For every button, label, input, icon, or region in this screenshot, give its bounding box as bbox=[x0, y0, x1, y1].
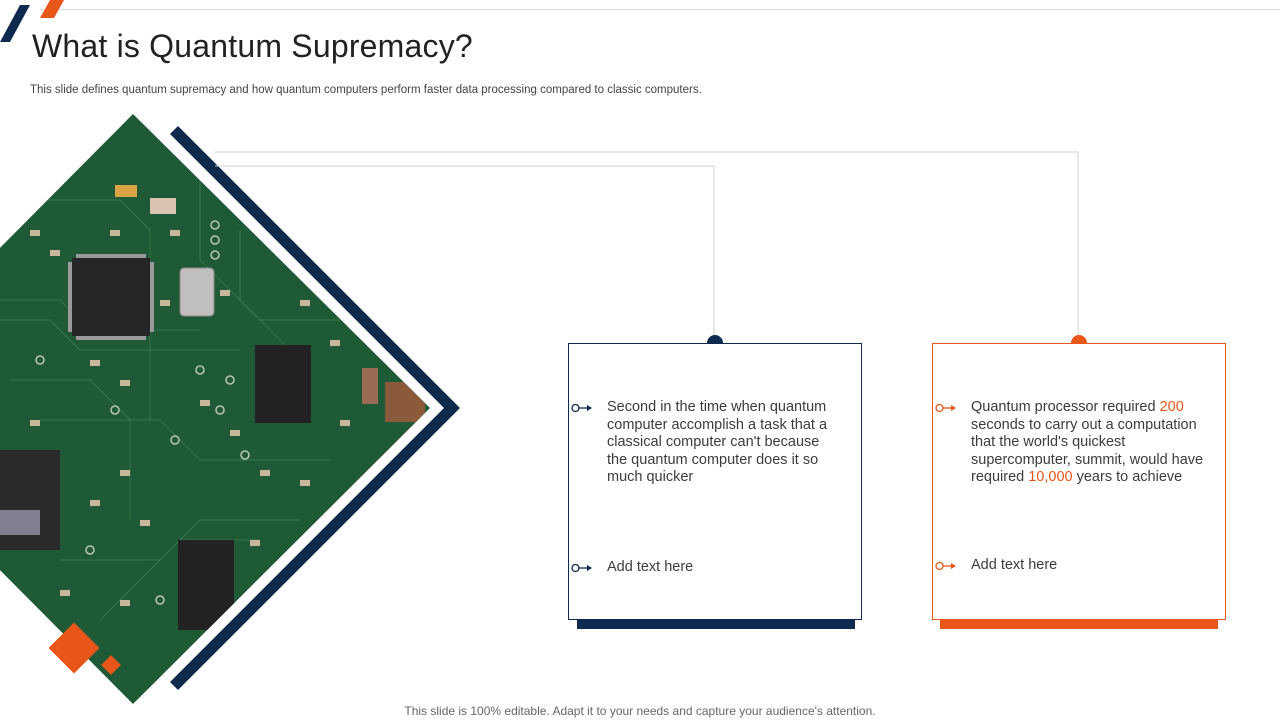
card-navy-point-2-text[interactable]: Add text here bbox=[607, 559, 694, 575]
card-orange-point-2-text[interactable]: Add text here bbox=[971, 557, 1058, 573]
highlight-years: 10,000 bbox=[1028, 469, 1073, 486]
highlight-seconds: 200 bbox=[1159, 399, 1184, 415]
arrow-bullet-icon bbox=[935, 561, 956, 571]
card-navy-underline bbox=[577, 620, 855, 629]
card-orange-point-1-text[interactable]: Quantum processor required 200 seconds t… bbox=[971, 399, 1204, 486]
card-orange-underline bbox=[940, 620, 1218, 629]
top-divider bbox=[40, 9, 1280, 10]
connector-dot-orange bbox=[1071, 335, 1087, 343]
arrow-bullet-icon bbox=[935, 403, 956, 413]
arrow-bullet-icon bbox=[571, 403, 592, 413]
card-navy-point-1-text[interactable]: Second in the time when quantum computer… bbox=[607, 399, 828, 486]
connector-dot-navy bbox=[707, 335, 723, 343]
card-orange-point-2: Add text here bbox=[935, 557, 1211, 575]
card-navy-point-2: Add text here bbox=[571, 559, 843, 577]
corner-accent bbox=[0, 0, 64, 42]
arrow-bullet-icon bbox=[571, 563, 592, 573]
footer-note: This slide is 100% editable. Adapt it to… bbox=[404, 704, 876, 718]
card-orange-point-1: Quantum processor required 200 seconds t… bbox=[935, 399, 1211, 487]
info-card-navy: Second in the time when quantum computer… bbox=[568, 343, 862, 620]
circuit-board-image bbox=[0, 110, 470, 710]
page-title: What is Quantum Supremacy? bbox=[32, 28, 473, 64]
page-subtitle: This slide defines quantum supremacy and… bbox=[30, 84, 702, 96]
card-navy-point-1: Second in the time when quantum computer… bbox=[571, 399, 843, 487]
orange-square-large bbox=[48, 622, 100, 674]
info-card-orange: Quantum processor required 200 seconds t… bbox=[932, 343, 1226, 620]
